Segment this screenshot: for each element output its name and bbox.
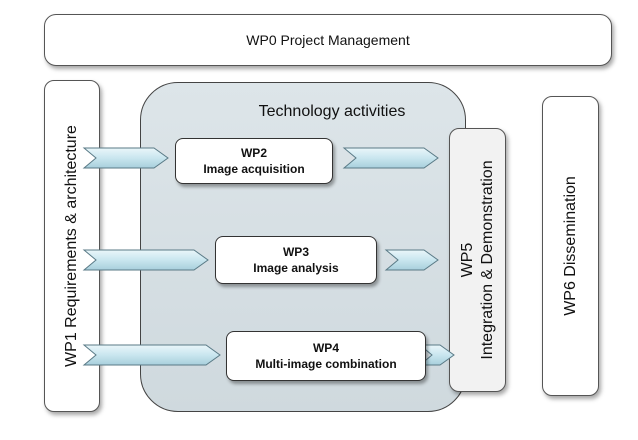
wp4-name: Multi-image combination	[255, 357, 397, 371]
wp2-image-acquisition-box: WP2 Image acquisition	[175, 138, 333, 184]
arrow-wp1-to-wp2	[82, 147, 169, 169]
arrow-wp1-to-wp3	[82, 249, 209, 271]
wp6-dissemination-box: WP6 Dissemination	[542, 96, 599, 396]
arrow-wp4-to-wp5	[418, 344, 455, 366]
wp3-name: Image analysis	[253, 261, 339, 275]
wp3-image-analysis-box: WP3 Image analysis	[215, 236, 377, 284]
arrow-wp2-to-wp5	[342, 147, 439, 169]
wp4-multi-image-combination-box: WP4 Multi-image combination	[226, 331, 426, 381]
wp0-label: WP0 Project Management	[246, 32, 410, 48]
wp4-code: WP4	[312, 341, 339, 355]
arrow-wp3-to-wp5	[384, 249, 439, 271]
wp1-requirements-box: WP1 Requirements & architecture	[44, 80, 100, 412]
wp2-name: Image acquisition	[203, 162, 305, 176]
wp0-project-management-box: WP0 Project Management	[44, 14, 612, 66]
arrow-wp1-to-wp4	[82, 344, 221, 366]
wp3-code: WP3	[282, 245, 309, 259]
wp2-code: WP2	[240, 146, 267, 160]
wp5-integration-box: WP5 Integration & Demonstration	[449, 128, 506, 392]
technology-activities-title: Technology activities	[258, 103, 406, 120]
